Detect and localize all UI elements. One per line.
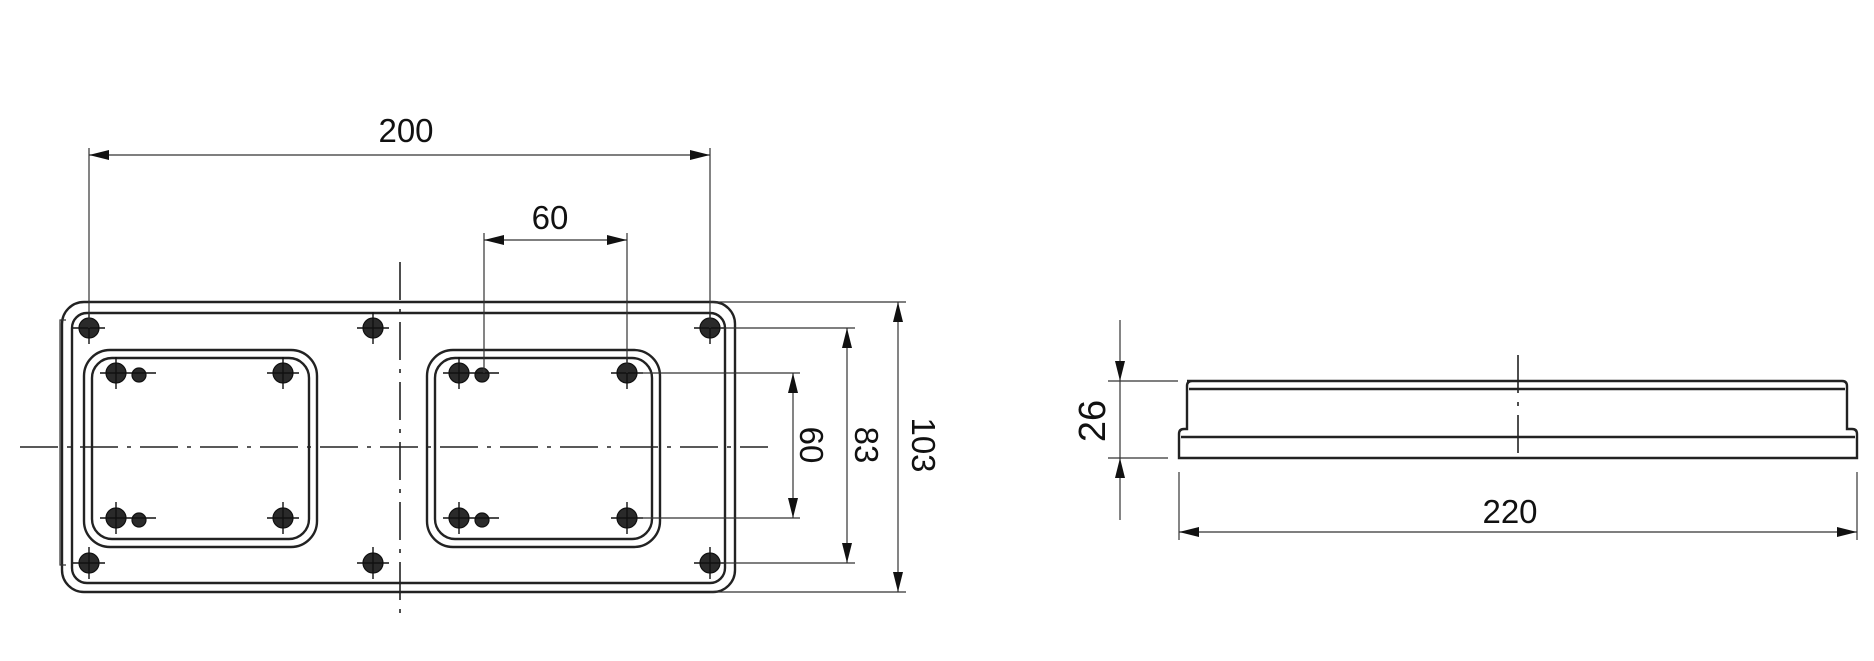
side-view: 26 220 xyxy=(1072,320,1859,540)
left-lamp-window-inner xyxy=(90,356,311,541)
dimension-26: 26 xyxy=(1072,320,1178,520)
screw-icon xyxy=(100,357,156,389)
screw-icon xyxy=(267,357,299,389)
left-lamp-window-outer xyxy=(82,348,319,549)
screw-icon xyxy=(611,502,643,534)
screw-icon xyxy=(100,502,156,534)
housing-side-bracket xyxy=(59,319,66,566)
dimension-label-26: 26 xyxy=(1072,400,1114,442)
dimension-83: 83 xyxy=(720,327,885,564)
side-profile xyxy=(1177,379,1859,460)
dimension-label-220: 220 xyxy=(1482,493,1537,530)
screw-icon xyxy=(267,502,299,534)
dimension-label-83: 83 xyxy=(848,427,885,464)
dimension-200: 200 xyxy=(88,112,711,328)
dimension-label-60-horizontal: 60 xyxy=(532,199,569,236)
right-lamp-window-outer xyxy=(425,348,662,549)
dimension-220: 220 xyxy=(1178,472,1858,540)
screw-icon xyxy=(443,357,499,389)
housing-outer-edge xyxy=(60,300,737,594)
dimension-label-200: 200 xyxy=(378,112,433,149)
window-screw-holes xyxy=(100,357,643,534)
dimension-60-horizontal: 60 xyxy=(483,199,628,373)
hole-icon xyxy=(73,547,105,579)
dimension-60-vertical: 60 xyxy=(640,372,830,519)
dimension-103: 103 xyxy=(710,301,942,593)
dimension-label-103: 103 xyxy=(905,417,942,472)
front-view: 200 60 60 83 103 xyxy=(20,112,942,620)
dimension-label-60-vertical: 60 xyxy=(793,427,830,464)
screw-icon xyxy=(443,502,499,534)
right-lamp-window-inner xyxy=(433,356,654,541)
hole-icon xyxy=(357,312,389,344)
housing-inner-edge xyxy=(70,311,727,585)
hole-icon xyxy=(357,547,389,579)
